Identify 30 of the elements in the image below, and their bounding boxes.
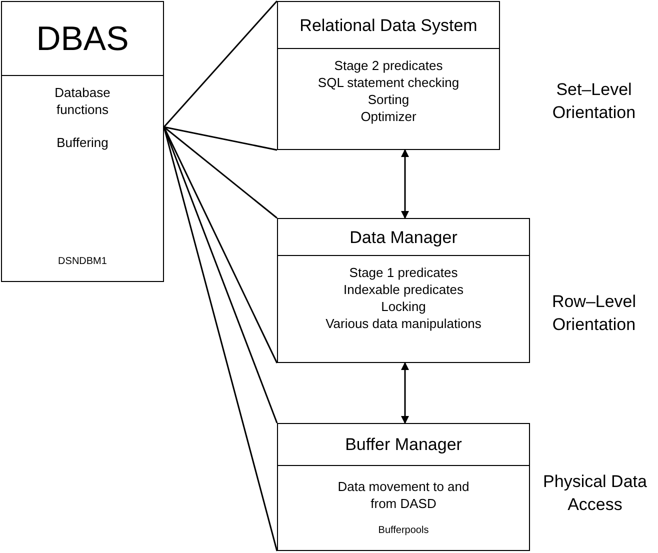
function-text: Various data manipulations	[326, 315, 482, 332]
function-text: Locking	[381, 298, 426, 315]
function-text: Database functions	[54, 84, 112, 118]
function-text: Indexable predicates	[344, 281, 464, 298]
connector-line	[164, 126, 278, 151]
function-text: Stage 2 predicates	[334, 57, 443, 74]
function-text: Stage 1 predicates	[349, 264, 458, 281]
connector-line	[163, 0, 278, 128]
double-arrow	[401, 362, 409, 424]
connector-line	[163, 126, 278, 364]
component-box	[277, 423, 530, 551]
function-text: SQL statement checking	[318, 74, 460, 91]
level-label: Physical Data Access	[542, 471, 648, 516]
component-box	[277, 218, 530, 363]
function-text: Buffering	[56, 134, 108, 151]
double-arrow	[401, 149, 409, 219]
connector-line	[164, 126, 278, 219]
box-title: Relational Data System	[300, 16, 478, 34]
function-text: Sorting	[368, 91, 410, 108]
function-text: Optimizer	[360, 108, 416, 125]
function-text: DSNDBM1	[58, 255, 107, 269]
box-title: DBAS	[36, 22, 129, 56]
component-box	[277, 1, 500, 150]
box-title: Buffer Manager	[345, 436, 462, 453]
level-label: Row–Level Orientation	[550, 291, 638, 336]
function-text: Bufferpools	[378, 524, 429, 538]
level-label: Set–Level Orientation	[551, 79, 637, 124]
function-text: Data movement to and from DASD	[336, 478, 470, 512]
component-box	[1, 1, 164, 282]
box-title: Data Manager	[350, 228, 458, 246]
